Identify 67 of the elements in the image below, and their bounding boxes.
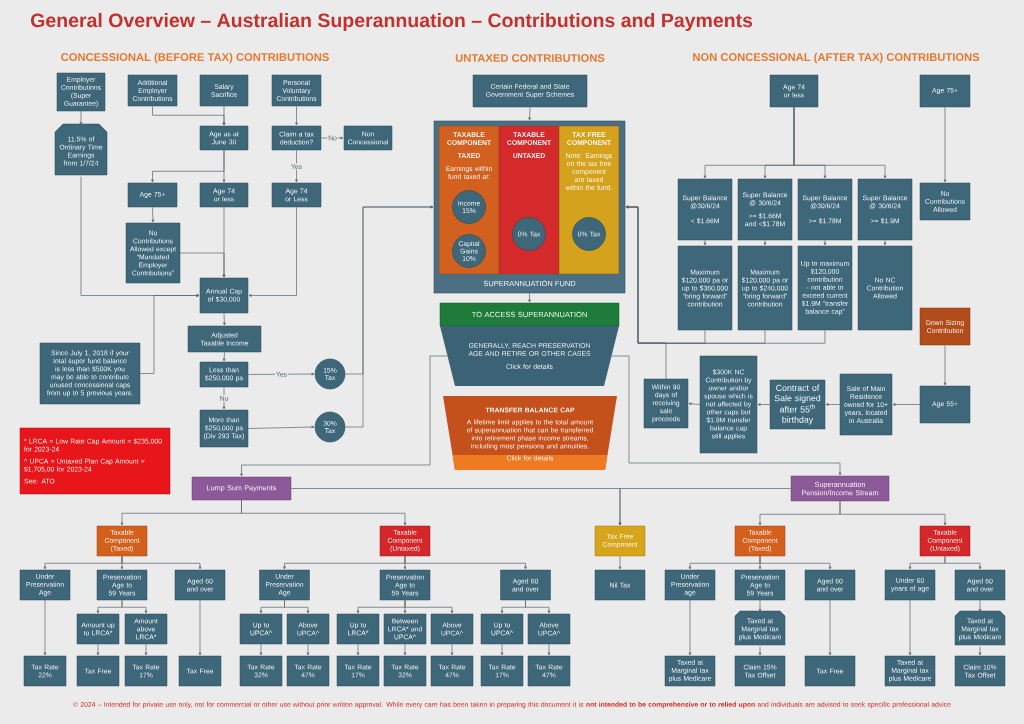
arrow	[839, 500, 947, 526]
arrow	[222, 206, 226, 278]
arrow	[944, 555, 982, 570]
arrow	[295, 149, 298, 183]
arrow	[295, 105, 298, 126]
arrow	[259, 643, 263, 656]
arrow	[618, 555, 622, 570]
flow-box: Contract of Sale signed after 55$^{th}$ birthday	[769, 379, 826, 430]
arrow	[759, 555, 832, 570]
arrow	[240, 355, 448, 477]
arrow	[320, 136, 344, 140]
arrow	[306, 643, 310, 656]
title: General Overview – Australian Superannuation – Contributions and Payments	[31, 12, 753, 32]
arrow	[450, 643, 454, 656]
arrow	[825, 403, 841, 406]
arrow	[688, 599, 692, 656]
arrow	[908, 599, 912, 656]
arrow	[248, 206, 297, 297]
arrow	[284, 599, 310, 614]
arrow	[151, 206, 155, 223]
arrow	[758, 646, 762, 656]
arrow	[247, 425, 315, 429]
arrow	[222, 386, 226, 410]
arrow	[528, 292, 531, 303]
arrow	[823, 239, 827, 246]
arrow	[79, 110, 83, 125]
arrow	[757, 403, 771, 406]
arrow	[344, 205, 434, 428]
arrow	[758, 599, 762, 612]
arrow	[356, 643, 360, 656]
arrow	[222, 105, 226, 126]
arrow	[222, 149, 226, 183]
arrow	[943, 344, 947, 386]
arrow	[763, 239, 767, 246]
arrow	[222, 351, 226, 362]
arrow	[43, 599, 47, 656]
arrow	[241, 499, 407, 526]
arrow	[978, 646, 982, 656]
arrow	[198, 599, 202, 656]
section-heading: CONCESSIONAL (BEFORE TAX) CONTRIBUTIONS	[61, 52, 329, 64]
arrow	[943, 106, 947, 183]
arrow	[247, 372, 315, 376]
arrow	[144, 643, 148, 656]
arrow	[528, 106, 531, 121]
arrow	[525, 599, 551, 614]
arrow	[892, 403, 921, 406]
arrow	[404, 599, 454, 614]
arrow	[121, 599, 148, 614]
section-heading: NON CONCESSIONAL (AFTER TAX) CONTRIBUTIONS	[693, 52, 980, 64]
arrow	[547, 643, 551, 656]
arrow	[625, 205, 667, 380]
arrow	[978, 599, 982, 612]
arrow	[500, 643, 504, 656]
arrow	[883, 239, 887, 246]
arrow	[96, 643, 100, 656]
arrow	[404, 555, 527, 570]
arrow	[121, 555, 202, 570]
arrow	[223, 312, 226, 326]
arrow	[793, 106, 887, 179]
arrow	[828, 599, 832, 656]
arrow	[139, 294, 200, 374]
arrow	[688, 402, 701, 406]
section-heading: UNTAXED CONTRIBUTIONS	[455, 54, 605, 62]
arrow	[618, 488, 792, 526]
arrow	[403, 643, 407, 656]
arrow	[703, 239, 707, 246]
arrow	[611, 355, 842, 476]
